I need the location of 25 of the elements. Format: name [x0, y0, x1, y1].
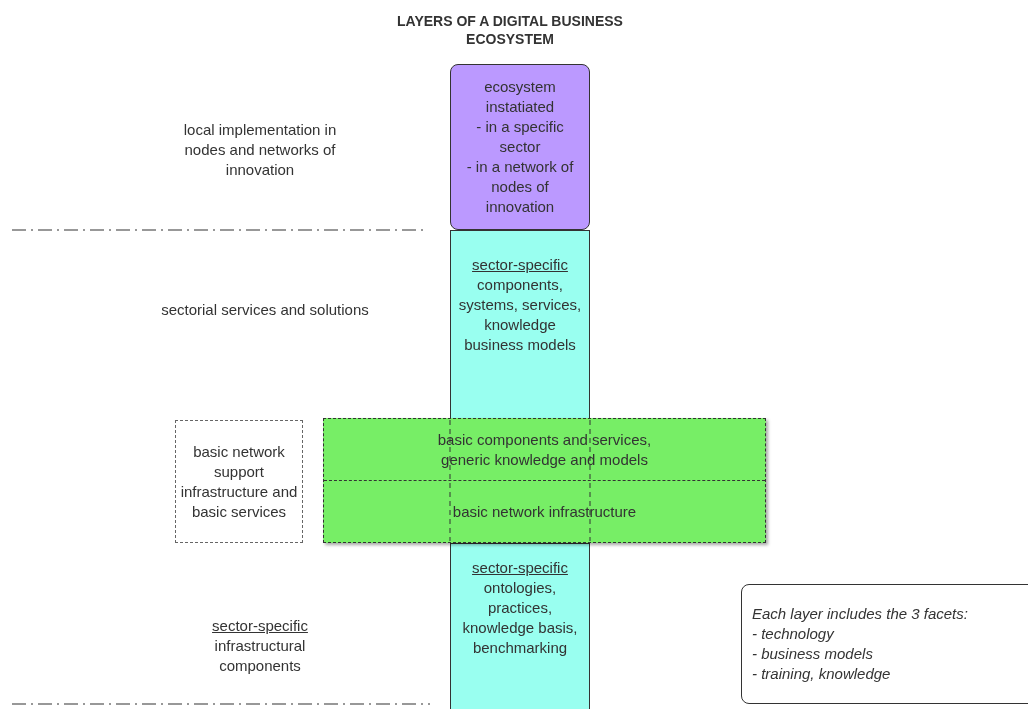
layer-label: local implementation in nodes and networks of innovation	[182, 120, 338, 180]
layer-text: - in a specific sector	[475, 117, 565, 157]
layer-label: sectorial services and solutions	[160, 300, 370, 320]
note-text: - business models	[752, 644, 873, 664]
layer-label: sector-specific	[211, 616, 309, 636]
layer-text: basic network support infrastructure and basic services	[180, 441, 298, 522]
diagram-title: LAYERS OF A DIGITAL BUSINESS ECOSYSTEM	[396, 12, 624, 48]
layer-text: basic network infrastructure	[452, 501, 637, 522]
note-box	[741, 584, 1028, 704]
layer-box	[450, 64, 590, 230]
layer-box	[450, 543, 590, 709]
layer-group-box	[175, 420, 303, 543]
layer-text: sector-specific	[472, 558, 568, 578]
layer-text: ontologies, practices, knowledge basis, benchmarking	[461, 578, 579, 658]
note-text: Each layer includes the 3 facets:	[752, 604, 968, 624]
note-text: - training, knowledge	[752, 664, 891, 684]
layer-box	[450, 230, 590, 420]
layer-text: ecosystem instatiated	[483, 77, 557, 117]
layer-band	[323, 418, 766, 543]
note-text: - technology	[752, 624, 834, 644]
layer-text: - in a network of nodes of innovation	[465, 157, 575, 217]
layer-text: basic components and services, generic knowledge and models	[436, 429, 653, 470]
layer-label: infrastructural components	[213, 636, 307, 676]
layer-text: sector-specific	[472, 255, 568, 275]
layer-text: components, systems, services, knowledge business models	[457, 275, 583, 355]
